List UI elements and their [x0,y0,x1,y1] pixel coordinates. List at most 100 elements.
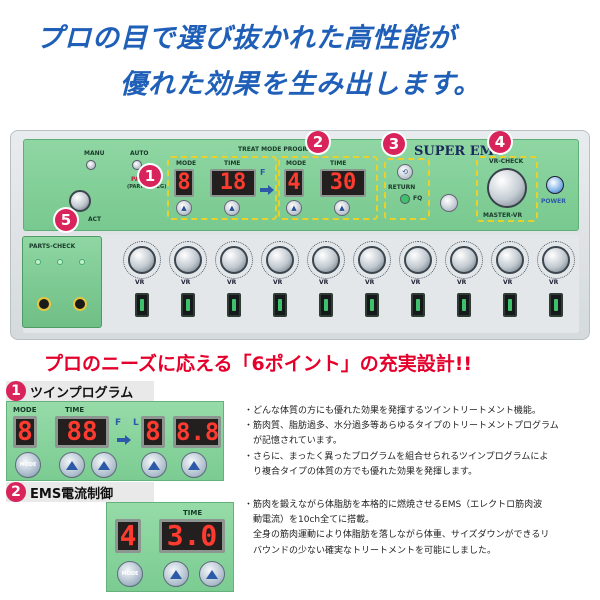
feature-1-description: ・どんな体質の方にも優れた効果を発揮するツイントリートメント機能。 ・筋肉質、脂… [244,404,596,480]
vr-check-label: VR-CHECK [489,158,524,165]
channel-knob[interactable] [358,246,386,274]
parts-check-panel: PARTS-CHECK [22,236,102,328]
auto-button[interactable] [132,160,142,170]
output-channels-area: VR VR VR VR VR VR VR VR VR [23,235,579,333]
badge-3: 3 [383,133,405,155]
channel-knob[interactable] [542,246,570,274]
output-jack[interactable] [273,293,287,317]
vr-label: VR [227,279,237,286]
parts-led [57,259,63,265]
knob-ring [445,241,483,279]
mode-button-1[interactable]: ▲ [176,200,192,216]
crop1-arrow-icon [117,430,131,445]
channel-knob[interactable] [404,246,432,274]
time-up-button-2[interactable]: ▲ [334,200,350,216]
vr-label: VR [549,279,559,286]
mode-display-1: 8 [174,169,194,197]
channel-knob[interactable] [174,246,202,274]
time-display-2: 30 [320,169,366,197]
mode-label-2: MODE [286,160,307,167]
parts-check-label: PARTS-CHECK [29,243,76,250]
output-jack[interactable] [135,293,149,317]
parts-check-jack[interactable] [73,297,87,311]
highlight-box-2 [278,156,378,220]
crop2-up-button[interactable] [199,561,225,587]
feature-2-desc-line: 動電流）を10ch全てに搭載。 [244,515,375,526]
channel-knob[interactable] [312,246,340,274]
device-panel-photo: MANU AUTO TREAT MODE PROGRAM MODE TIME 8… [10,130,590,340]
master-vr-knob[interactable] [487,168,527,208]
parts-check-jack[interactable] [37,297,51,311]
arrow-f-label: F [260,168,266,177]
fq-indicator [400,194,410,204]
crop1-mode-label: MODE [13,406,37,414]
crop1-up-button[interactable] [91,452,117,478]
mode-button-2[interactable]: ▲ [286,200,302,216]
crop2-mode-button[interactable]: MODE [117,561,143,587]
power-button[interactable] [546,176,564,194]
badge-5: 5 [55,209,77,231]
knob-ring [261,241,299,279]
feature-1-desc-line: ・どんな体質の方にも優れた効果を発揮するツイントリートメント機能。 [244,406,541,416]
vr-label: VR [319,279,329,286]
channel-knob[interactable] [266,246,294,274]
highlight-box-1 [167,156,277,220]
vr-label: VR [181,279,191,286]
crop1-mode-button[interactable]: MODE [15,452,41,478]
feature-1-desc-line: り複合タイプの体質の方でも優れた効果を発揮します。 [244,466,478,477]
time-label-2: TIME [330,160,347,167]
act-label: ACT [88,216,102,223]
channel-knob[interactable] [128,246,156,274]
output-jack[interactable] [457,293,471,317]
crop1-up-button[interactable] [141,452,167,478]
feature-2-desc-line: バウンドの少ない確実なトリートメントを可能にしました。 [244,545,497,556]
knob-ring [491,241,529,279]
feature-2-description: ・筋肉を鍛えながら体脂肪を本格的に燃焼させるEMS（エレクトロ筋肉波 動電流）を… [244,498,596,559]
output-jack[interactable] [319,293,333,317]
return-label: RETURN [388,184,416,191]
vr-label: VR [273,279,283,286]
time-display-1: 18 [210,169,256,197]
treat-mode-label: TREAT MODE PROGRAM [238,146,318,153]
crop2-time-label: TIME [183,509,203,517]
crop1-mode-display-2: 8 [141,416,165,448]
output-jack[interactable] [365,293,379,317]
feature-1-panel-closeup: MODE TIME 8 88 F L 8 8.8 MODE [6,401,224,481]
output-jack[interactable] [549,293,563,317]
act-dial[interactable] [69,190,91,212]
crop1-time-label: TIME [65,406,85,414]
badge-4: 4 [489,131,511,153]
parts-led [35,259,41,265]
mode-display-2: 4 [284,169,304,197]
channel-knob[interactable] [220,246,248,274]
feature-2-title: EMS電流制御 [30,486,114,502]
brand-logo: SUPER EMS [414,144,504,159]
return-button[interactable]: ⟲ [397,164,413,180]
crop1-up-button[interactable] [181,452,207,478]
arrow-right-icon [260,180,274,195]
badge-1: 1 [139,165,161,187]
headline-line-1: プロの目で選び抜かれた高性能が [36,23,456,54]
program-select-button[interactable] [440,194,458,212]
knob-ring [307,241,345,279]
output-jack[interactable] [503,293,517,317]
output-jack[interactable] [411,293,425,317]
manu-button[interactable] [86,160,96,170]
vr-label: VR [503,279,513,286]
feature-1-badge: 1 [6,381,26,401]
crop1-up-button[interactable] [59,452,85,478]
channel-knob[interactable] [450,246,478,274]
master-vr-label: MASTER-VR [483,212,523,219]
feature-2-desc-line: 全身の筋肉運動により体脂肪を落しながら体重、サイズダウンができるリ [244,530,550,541]
channel-knob[interactable] [496,246,524,274]
time-up-button-1[interactable]: ▲ [224,200,240,216]
crop1-time-display-2: 8.8 [173,416,221,448]
output-jack[interactable] [181,293,195,317]
crop1-l-label: L [133,418,139,428]
crop2-up-button[interactable] [163,561,189,587]
manu-label: MANU [84,150,105,157]
power-label: POWER [541,198,566,205]
mode-label-1: MODE [176,160,197,167]
output-jack[interactable] [227,293,241,317]
vr-label: VR [365,279,375,286]
